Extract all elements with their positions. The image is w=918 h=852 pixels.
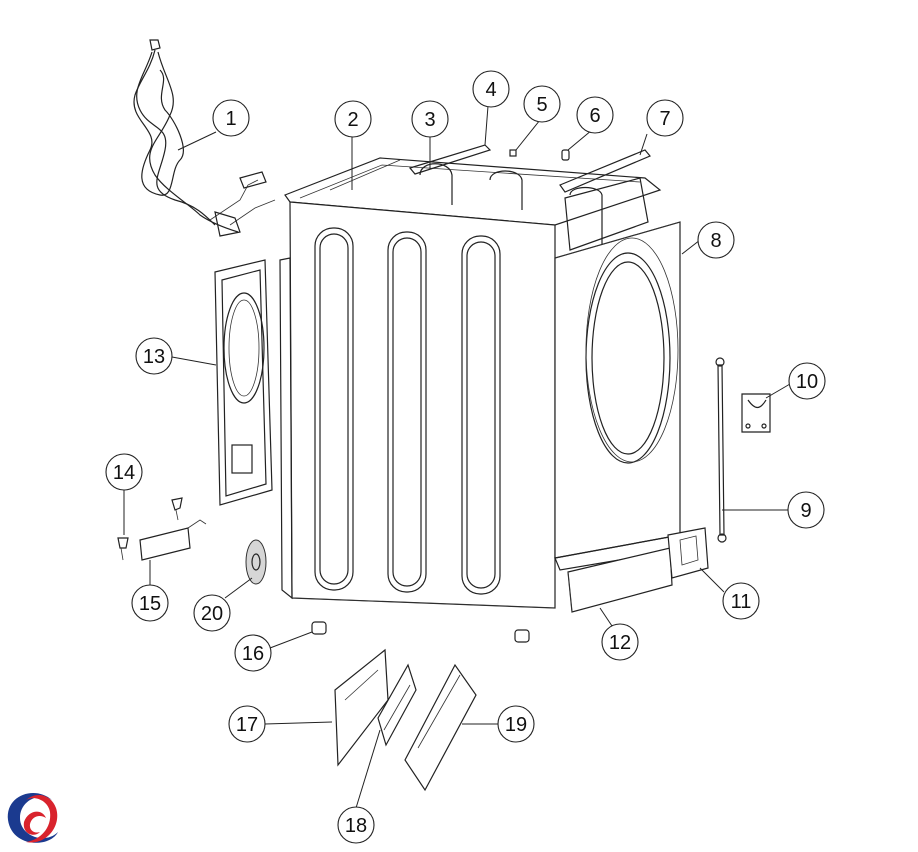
pin-part-6 — [561, 149, 570, 161]
callout-12: 12 — [601, 623, 639, 661]
callout-label-7: 7 — [659, 108, 670, 130]
callout-label-14: 14 — [113, 462, 135, 484]
callout-label-16: 16 — [242, 643, 264, 665]
callout-5: 5 — [523, 85, 561, 123]
callout-label-13: 13 — [143, 346, 165, 368]
module-box-part-15 — [139, 519, 207, 561]
callout-1: 1 — [212, 99, 250, 137]
control-cover-part-19 — [404, 663, 477, 792]
front-panel-part — [554, 177, 692, 571]
callout-14: 14 — [105, 453, 143, 491]
callout-label-12: 12 — [609, 632, 631, 654]
callout-10: 10 — [788, 362, 826, 400]
top-rail-part-4 — [408, 144, 492, 175]
callout-label-1: 1 — [225, 108, 236, 130]
callout-17: 17 — [228, 705, 266, 743]
callout-2: 2 — [334, 100, 372, 138]
callout-8: 8 — [697, 221, 735, 259]
bracket-part — [741, 393, 771, 433]
callout-label-3: 3 — [424, 109, 435, 131]
door-frame-part — [214, 259, 273, 506]
control-board-part-17 — [334, 648, 389, 767]
callout-13: 13 — [135, 337, 173, 375]
callout-label-20: 20 — [201, 603, 223, 625]
callout-6: 6 — [576, 96, 614, 134]
screw-part-14 — [117, 497, 183, 561]
callout-label-8: 8 — [710, 230, 721, 252]
control-panel-part-18 — [377, 663, 417, 747]
callout-16: 16 — [234, 634, 272, 672]
rod-part — [715, 357, 727, 543]
callout-11: 11 — [722, 582, 760, 620]
callout-label-9: 9 — [800, 500, 811, 522]
callout-18: 18 — [337, 806, 375, 844]
callout-label-11: 11 — [731, 591, 752, 613]
callout-3: 3 — [411, 100, 449, 138]
callout-label-4: 4 — [485, 79, 496, 101]
callout-19: 19 — [497, 705, 535, 743]
top-rail-part-7 — [559, 149, 651, 193]
callout-9: 9 — [787, 491, 825, 529]
callout-label-5: 5 — [536, 94, 547, 116]
callout-15: 15 — [131, 584, 169, 622]
foot-part-16 — [311, 621, 530, 643]
power-cord-part — [133, 39, 276, 237]
callout-label-6: 6 — [589, 105, 600, 127]
callout-label-10: 10 — [796, 371, 818, 393]
washer-part-20 — [245, 539, 267, 585]
cabinet-body — [279, 157, 662, 609]
callout-label-2: 2 — [347, 109, 358, 131]
callout-7: 7 — [646, 99, 684, 137]
callout-label-19: 19 — [505, 714, 527, 736]
callout-label-18: 18 — [345, 815, 367, 837]
callout-label-15: 15 — [139, 593, 161, 615]
bottom-cover-part-12 — [567, 547, 673, 613]
callout-label-17: 17 — [236, 714, 258, 736]
screw-part-5 — [509, 149, 517, 157]
bottom-cover-part-11 — [667, 527, 709, 579]
callout-20: 20 — [193, 594, 231, 632]
brand-swirl-icon — [7, 792, 58, 843]
callout-4: 4 — [472, 70, 510, 108]
leader-lines — [123, 105, 791, 809]
